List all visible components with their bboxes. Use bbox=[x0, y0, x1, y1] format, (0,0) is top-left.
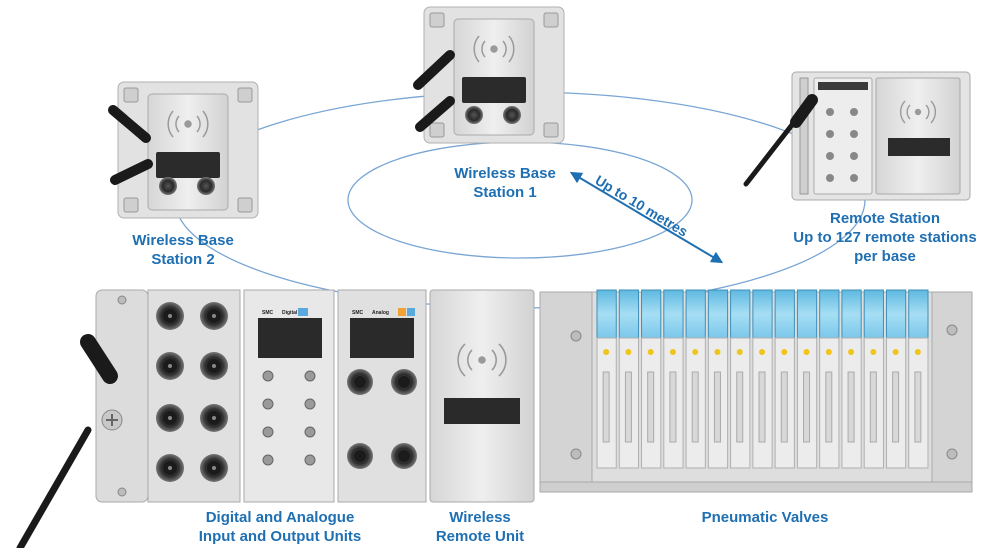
distance-arrow bbox=[569, 171, 724, 264]
valve-solenoid bbox=[730, 289, 751, 339]
valve-indicator bbox=[692, 349, 699, 355]
svg-text:SMC: SMC bbox=[262, 310, 274, 316]
valve-indicator bbox=[803, 349, 810, 355]
svg-text:Analog: Analog bbox=[372, 310, 389, 316]
valve-indicator bbox=[914, 349, 921, 355]
small-connector bbox=[304, 398, 316, 410]
small-connector bbox=[262, 454, 274, 466]
valve-indicator bbox=[714, 349, 721, 355]
valve-indicator bbox=[647, 349, 654, 355]
label-pneumatic-valves: Pneumatic Valves bbox=[701, 509, 829, 526]
valve-indicator bbox=[870, 349, 877, 355]
wireless-icon bbox=[167, 110, 209, 138]
small-connector bbox=[304, 370, 316, 382]
label-remote-station: Remote Station Up to 127 remote stations… bbox=[793, 210, 977, 265]
svg-text:Digital: Digital bbox=[282, 310, 298, 316]
valve-solenoid bbox=[774, 289, 795, 339]
valve-solenoid bbox=[707, 289, 729, 339]
label-base-station-2: Wireless Base Station 2 bbox=[132, 232, 234, 268]
small-connector bbox=[262, 426, 274, 438]
valve-indicator bbox=[848, 349, 855, 355]
valve-indicator bbox=[759, 349, 765, 355]
valve-indicator bbox=[825, 349, 832, 355]
valve-solenoid bbox=[596, 289, 617, 339]
valve-indicator bbox=[892, 349, 899, 355]
distance-label: Up to 10 metres bbox=[592, 172, 690, 240]
valve-solenoid bbox=[841, 289, 862, 339]
cable bbox=[413, 50, 455, 90]
valve-indicator bbox=[603, 349, 610, 355]
valve-indicator bbox=[669, 349, 676, 355]
label-io-units: Digital and Analogue Input and Output Un… bbox=[198, 509, 362, 545]
wireless-icon bbox=[457, 343, 507, 377]
valve-indicator bbox=[781, 349, 788, 355]
cable-plug bbox=[80, 334, 118, 384]
valve-solenoid bbox=[908, 289, 929, 339]
remote-station bbox=[743, 71, 971, 201]
cable-plug bbox=[790, 94, 818, 128]
valve-solenoid bbox=[663, 289, 684, 339]
valve-solenoid bbox=[819, 289, 840, 339]
wireless-remote-unit bbox=[429, 289, 535, 503]
cable bbox=[415, 96, 455, 132]
small-connector bbox=[262, 398, 274, 410]
base-station-1 bbox=[413, 6, 565, 144]
valve-solenoid bbox=[641, 289, 662, 339]
label-remote-unit: Wireless Remote Unit bbox=[435, 509, 525, 545]
small-connector bbox=[304, 426, 316, 438]
cable bbox=[16, 426, 92, 548]
wireless-icon bbox=[899, 100, 937, 124]
small-connector bbox=[304, 454, 316, 466]
valve-solenoid bbox=[618, 289, 640, 339]
cable bbox=[110, 159, 153, 185]
valve-solenoid bbox=[885, 289, 907, 339]
small-connector bbox=[262, 370, 274, 382]
valve-solenoid bbox=[752, 289, 773, 339]
valve-indicator bbox=[625, 349, 632, 355]
valve-solenoid bbox=[685, 289, 706, 339]
label-base-station-1: Wireless Base Station 1 bbox=[454, 165, 556, 201]
cable bbox=[108, 105, 151, 143]
svg-text:SMC: SMC bbox=[352, 310, 364, 316]
valve-indicator bbox=[736, 349, 743, 355]
valve-solenoid bbox=[863, 289, 884, 339]
manifold: SMC Digital SMC Analog bbox=[16, 289, 973, 548]
base-station-2 bbox=[108, 81, 259, 219]
valve-solenoid bbox=[796, 289, 818, 339]
wireless-icon bbox=[473, 35, 515, 63]
